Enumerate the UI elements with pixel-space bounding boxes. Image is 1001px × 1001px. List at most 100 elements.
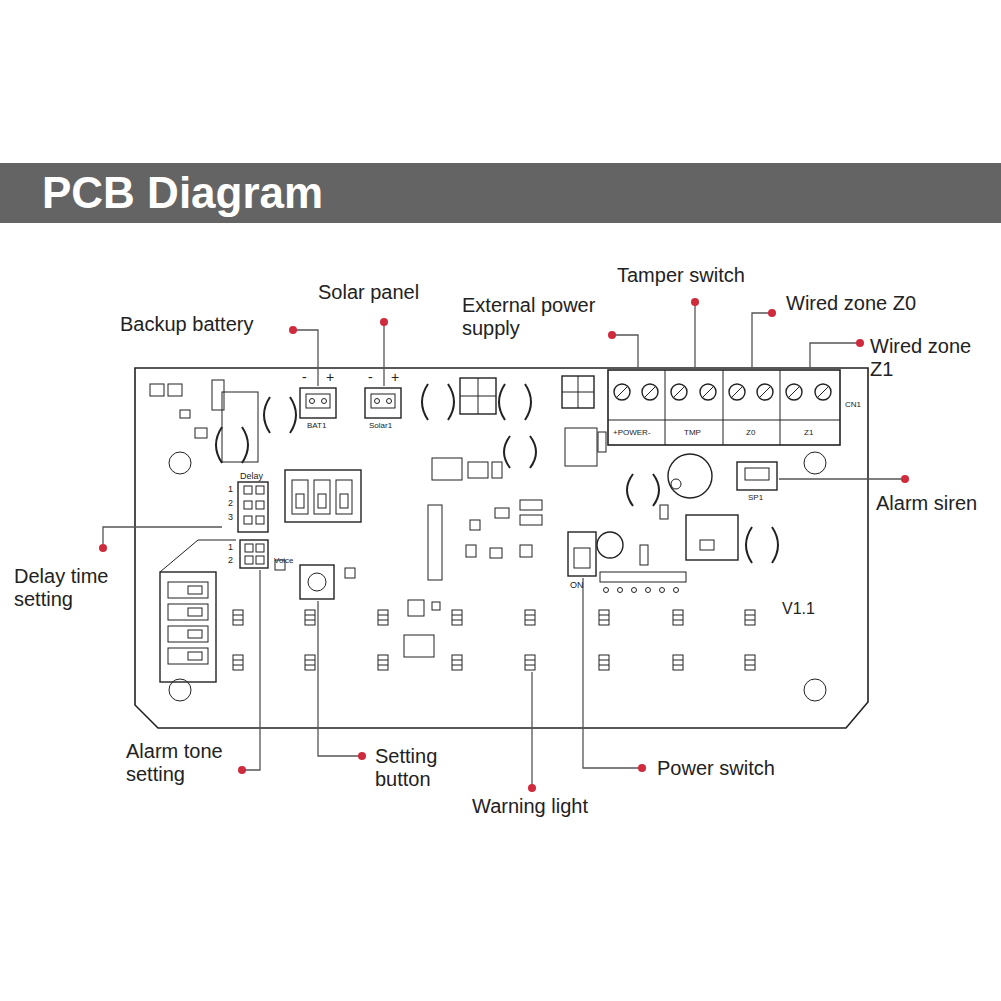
regulator-block xyxy=(562,376,594,408)
jumper-pin xyxy=(244,486,252,494)
mounting-hole xyxy=(804,679,826,701)
delay-dip-switch xyxy=(285,470,361,522)
silkscreen-label: TMP xyxy=(684,428,701,437)
jumper-pin xyxy=(245,556,253,564)
warning-led xyxy=(673,610,683,625)
screw-terminal xyxy=(614,384,630,400)
smd-part xyxy=(345,568,355,578)
led-mark xyxy=(599,615,609,620)
terminal-block xyxy=(608,370,840,445)
leader-line xyxy=(694,302,695,368)
buzzer-symbol xyxy=(668,454,712,498)
capacitor-symbol xyxy=(627,474,633,506)
capacitor-symbol xyxy=(772,527,778,563)
silkscreen-label: CN1 xyxy=(845,400,861,409)
connector-pin xyxy=(387,399,392,404)
connector-inner xyxy=(306,394,330,408)
warning-led xyxy=(233,655,243,670)
electrolytic-capacitor xyxy=(597,532,623,558)
regulator-block xyxy=(460,378,496,414)
capacitor-symbol xyxy=(525,384,531,420)
callout-label: Delay time setting xyxy=(14,565,129,611)
connector-inner xyxy=(371,394,395,408)
connector-pin xyxy=(310,399,315,404)
capacitor-symbol xyxy=(746,527,752,563)
callout-label: External power supply xyxy=(462,294,612,340)
power-switch xyxy=(568,532,596,576)
voice-dip-switch xyxy=(160,572,216,682)
leader-line xyxy=(779,478,905,479)
polarity-mark: - xyxy=(368,369,373,385)
voice-jumper xyxy=(240,540,268,568)
callout-label: Power switch xyxy=(657,757,775,780)
dip-slot xyxy=(168,604,208,620)
warning-led xyxy=(452,655,462,670)
capacitor-symbol xyxy=(499,384,505,420)
capacitor-symbol xyxy=(530,436,536,468)
silkscreen-label: 1 xyxy=(228,484,233,494)
callout-label: Alarm siren xyxy=(876,492,977,515)
warning-led xyxy=(233,610,243,625)
screw-slot xyxy=(760,387,770,397)
terminal-divider xyxy=(665,370,780,445)
smd-part xyxy=(168,384,182,396)
dip-slot xyxy=(292,480,308,514)
smd-part xyxy=(195,428,207,438)
dip-slot xyxy=(336,480,352,514)
warning-led xyxy=(599,610,609,625)
smd-part xyxy=(432,458,462,480)
warning-led xyxy=(305,610,315,625)
leader-line xyxy=(612,335,638,368)
jumper-pin xyxy=(256,486,264,494)
smd-part xyxy=(520,545,532,557)
header-pin xyxy=(618,588,623,593)
header-pin xyxy=(674,588,679,593)
screw-terminal xyxy=(642,384,658,400)
silkscreen-label: 1 xyxy=(228,542,233,552)
smd-part xyxy=(495,508,509,518)
terminal-divider xyxy=(608,420,840,421)
warning-led xyxy=(452,610,462,625)
smd-part xyxy=(490,548,502,558)
polarity-mark: + xyxy=(326,369,334,385)
screw-terminal xyxy=(700,384,716,400)
silkscreen-label: Z0 xyxy=(746,428,755,437)
capacitor-symbol xyxy=(216,427,222,463)
buzzer-pin xyxy=(671,479,681,489)
dip-lever xyxy=(188,630,202,638)
jumper-pin xyxy=(244,501,252,509)
callout-label: Warning light xyxy=(472,795,588,818)
inductor-block xyxy=(565,428,597,466)
smd-part xyxy=(408,600,424,616)
led-mark xyxy=(452,660,462,665)
warning-led xyxy=(525,610,535,625)
callout-label: Backup battery xyxy=(120,313,253,336)
dip-lever xyxy=(340,494,348,508)
capacitor-symbol xyxy=(448,384,454,420)
smd-part xyxy=(150,384,164,396)
callout-label: Alarm tone setting xyxy=(126,740,241,786)
capacitor-symbol xyxy=(290,397,296,433)
connector-pin xyxy=(375,399,380,404)
silkscreen-label: +POWER- xyxy=(613,428,651,437)
screw-slot xyxy=(617,387,627,397)
callout-label: Tamper switch xyxy=(617,264,745,287)
silkscreen-label: 2 xyxy=(228,555,233,565)
warning-led xyxy=(599,655,609,670)
led-mark xyxy=(745,615,755,620)
leader-dot xyxy=(238,766,246,774)
capacitor-symbol xyxy=(422,384,428,420)
capacitor-symbol xyxy=(242,427,248,463)
leader-dot xyxy=(856,339,864,347)
connector-inner xyxy=(745,468,769,480)
smd-part xyxy=(466,545,476,557)
led-mark xyxy=(673,615,683,620)
connector-pin xyxy=(322,399,327,404)
ic-chip xyxy=(404,635,434,657)
smd-part xyxy=(700,540,714,550)
region-outline xyxy=(160,540,236,572)
mounting-hole xyxy=(169,452,191,474)
title-band xyxy=(0,163,1001,223)
smd-part xyxy=(470,520,480,530)
